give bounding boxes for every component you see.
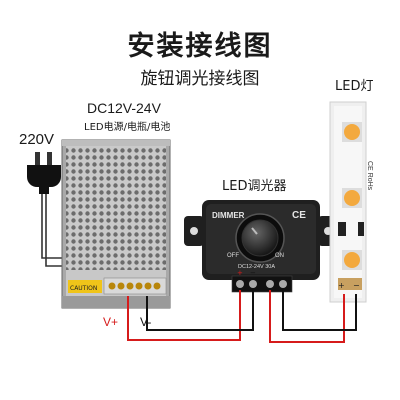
page-subtitle: 旋钮调光接线图 bbox=[140, 69, 260, 89]
led-strip-mark: CE RoHs bbox=[366, 161, 373, 191]
negative-wire-dimmer-to-strip bbox=[282, 290, 357, 331]
mains-wire-1 bbox=[41, 194, 64, 259]
positive-wire-psu-to-dimmer bbox=[127, 290, 241, 341]
psu-voltage-label: DC12V-24V bbox=[87, 100, 162, 116]
dimmer-on-label: ON bbox=[275, 253, 284, 259]
dimmer-ce-mark: CE bbox=[292, 210, 306, 221]
mains-voltage-label: 220V bbox=[19, 131, 54, 148]
negative-wire-psu-to-dimmer bbox=[146, 290, 254, 331]
dimmer-terminal-plus: + bbox=[237, 269, 243, 277]
dimmer-caption: LED调光器 bbox=[222, 179, 286, 194]
dimmer-terminal-block bbox=[231, 275, 293, 293]
page-title: 安装接线图 bbox=[127, 31, 273, 62]
led-strip-minus-label: − bbox=[353, 281, 360, 290]
led-strip-caption: LED灯 bbox=[335, 79, 373, 94]
mains-plug bbox=[27, 152, 61, 194]
led-strip-plus-label: + bbox=[338, 281, 345, 290]
mains-wire-2 bbox=[45, 194, 64, 267]
power-supply-unit: CAUTION bbox=[61, 139, 171, 309]
positive-wire-dimmer-to-strip bbox=[269, 290, 345, 343]
psu-caution-label: CAUTION bbox=[70, 285, 97, 292]
dimmer-knob[interactable] bbox=[235, 213, 285, 263]
dimmer-brand: DIMMER bbox=[212, 211, 245, 220]
led-strip bbox=[329, 101, 367, 303]
psu-negative-label: V- bbox=[140, 315, 151, 329]
psu-positive-label: V+ bbox=[103, 315, 118, 329]
caution-sticker bbox=[68, 280, 102, 293]
dimmer-terminal-minus: − bbox=[250, 269, 256, 277]
psu-description: LED电源/电瓶/电池 bbox=[84, 120, 170, 133]
dimmer-rating: DC12-24V 30A bbox=[238, 264, 275, 270]
dimmer-off-label: OFF bbox=[227, 253, 239, 259]
